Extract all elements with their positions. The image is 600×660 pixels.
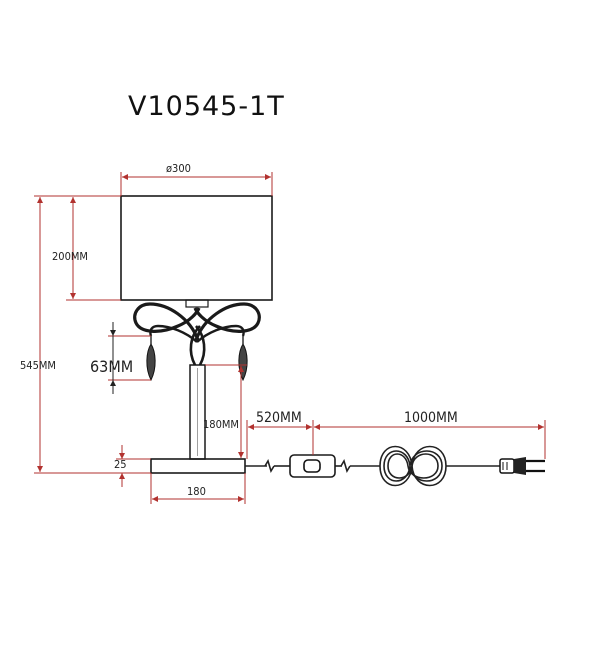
- dimension-switch-to-plug: 1000MM: [314, 410, 546, 459]
- crystal-drop-right: [238, 336, 248, 382]
- product-code-title: V10545-1T: [128, 91, 285, 122]
- decorative-arms: [133, 302, 261, 366]
- dimension-crystal-drop: 63MM: [90, 322, 151, 394]
- dimension-shade-diameter: ø300: [120, 162, 273, 196]
- dimension-label-total-height: 545MM: [20, 359, 56, 372]
- dimension-label-base-height: 25: [114, 458, 127, 471]
- lamp-shade: [120, 195, 273, 301]
- dimension-label-switch-to-plug: 1000MM: [404, 410, 458, 426]
- lamp-base: [150, 458, 246, 474]
- dimension-label-base-width: 180: [187, 485, 206, 498]
- dimension-base-width: 180: [150, 473, 246, 504]
- dimension-label-stem-height: 180MM: [203, 418, 239, 431]
- dimension-label-shade-height: 200MM: [52, 250, 88, 263]
- dimension-stem-height: 180MM: [203, 364, 247, 458]
- dimension-label-crystal-drop: 63MM: [90, 357, 133, 376]
- plug: [499, 457, 545, 475]
- dimension-shade-height: 200MM: [52, 195, 121, 301]
- dimension-total-height: 545MM: [20, 195, 151, 474]
- power-cord: [245, 445, 500, 487]
- inline-switch: [289, 454, 336, 478]
- crystal-drop-left: [146, 336, 156, 382]
- shade-holder: [185, 299, 209, 308]
- lamp-stem: [189, 364, 206, 460]
- dimension-label-cord-to-switch: 520MM: [256, 410, 302, 426]
- dimension-base-height: 25: [114, 445, 151, 487]
- dimension-label-shade-diameter: ø300: [166, 162, 191, 175]
- dimension-cord-to-switch: 520MM: [246, 410, 314, 459]
